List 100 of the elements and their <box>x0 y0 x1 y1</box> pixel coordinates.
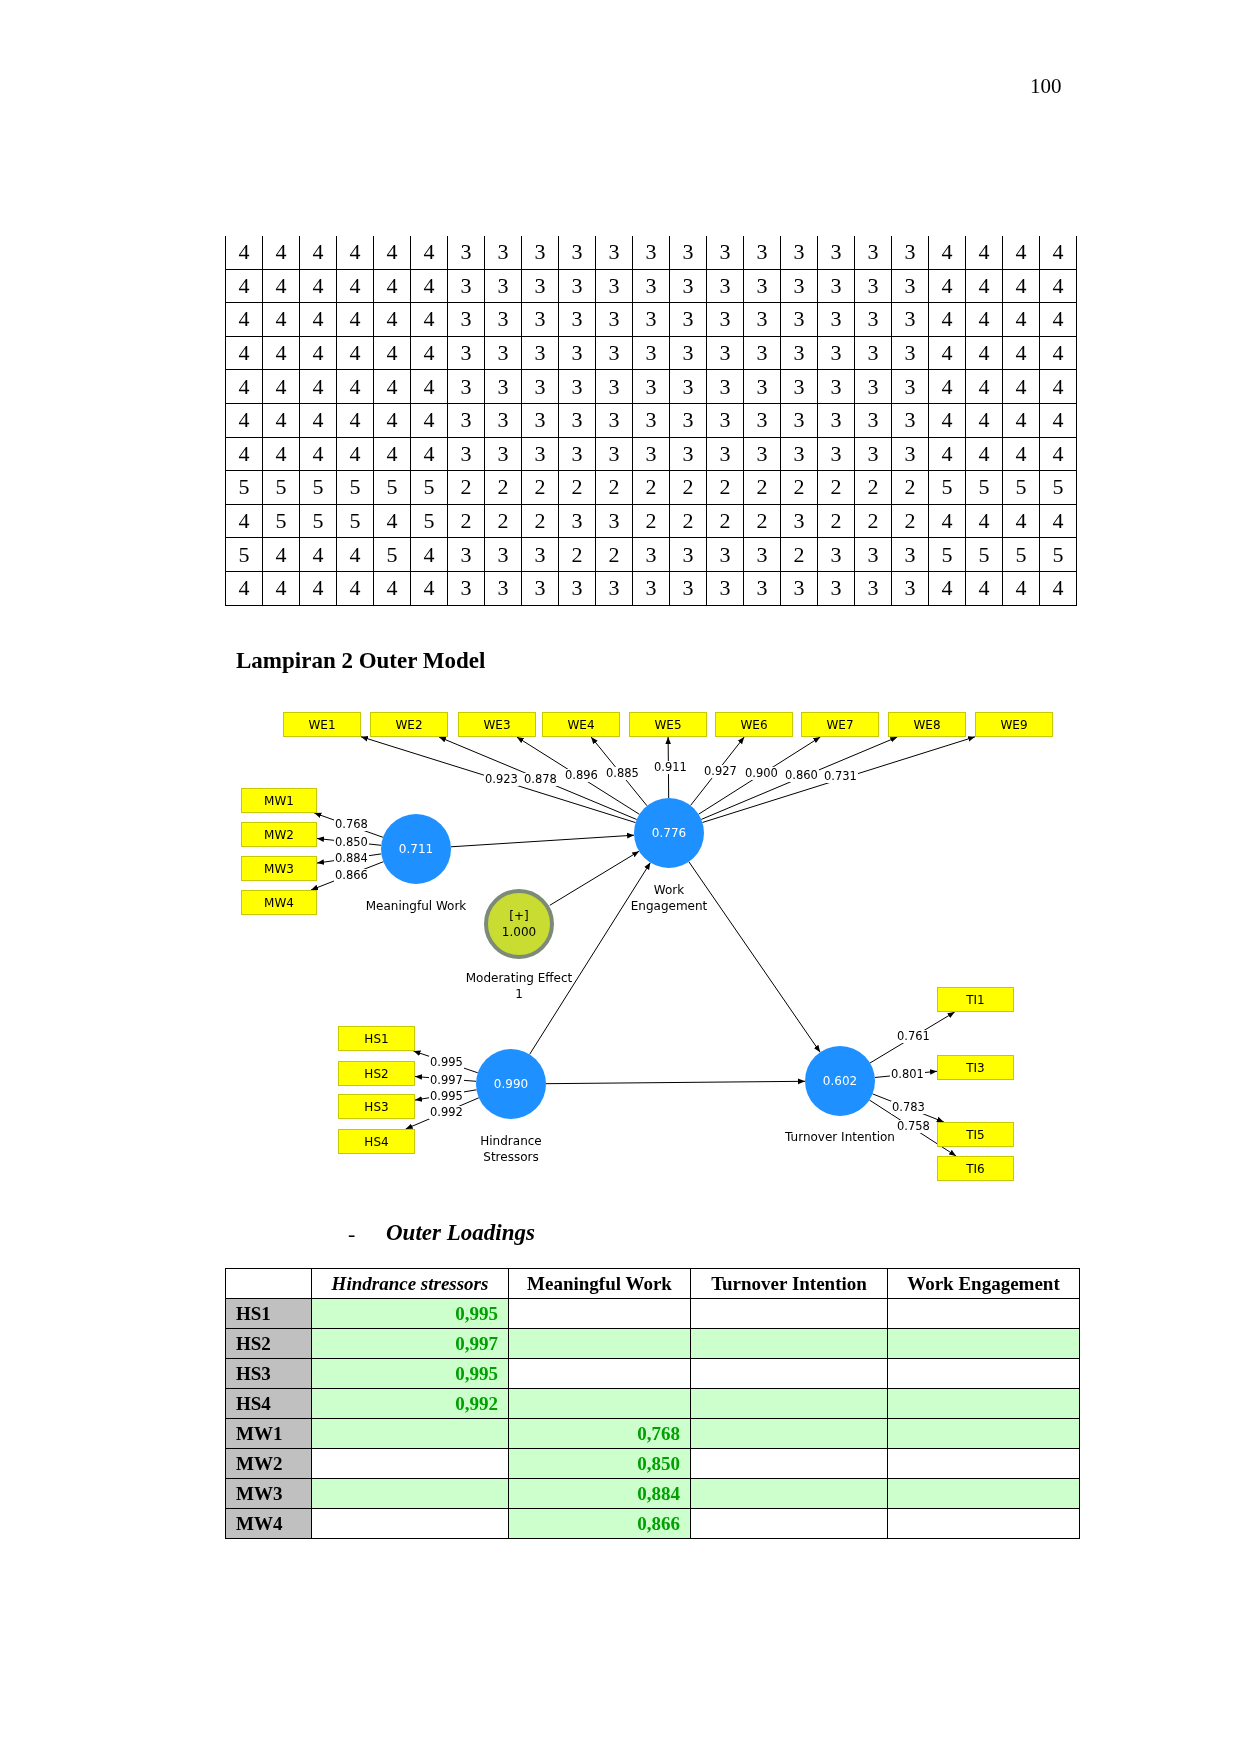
table-cell: 2 <box>484 504 522 538</box>
table-cell: 3 <box>854 571 892 606</box>
table-cell: 3 <box>780 403 818 438</box>
table-cell: 4 <box>225 336 263 370</box>
table-cell: 0,866 <box>508 1508 691 1539</box>
table-cell: 3 <box>521 537 559 572</box>
table-cell: 5 <box>410 470 448 505</box>
table-cell: 3 <box>669 369 707 404</box>
table-cell: 4 <box>410 571 448 606</box>
table-cell: 4 <box>1039 369 1077 404</box>
arrow <box>549 850 640 906</box>
table-cell: 5 <box>336 504 374 538</box>
table-cell: 3 <box>595 437 633 471</box>
table-cell: 3 <box>595 236 633 270</box>
table-cell: 3 <box>521 437 559 471</box>
table-cell: 4 <box>1039 437 1077 471</box>
table-cell: 4 <box>225 369 263 404</box>
table-cell: 0,850 <box>508 1448 691 1479</box>
column-header: Work Engagement <box>887 1268 1080 1299</box>
table-cell: 4 <box>299 537 337 572</box>
table-cell: 3 <box>669 269 707 303</box>
table-cell: 3 <box>521 369 559 404</box>
table-cell: 3 <box>780 269 818 303</box>
edge-label: 0.900 <box>744 767 779 780</box>
edge-label: 0.801 <box>890 1068 925 1081</box>
table-cell: 2 <box>447 470 485 505</box>
table-cell: 4 <box>1002 336 1040 370</box>
table-cell: 4 <box>928 571 966 606</box>
table-cell: 3 <box>817 537 855 572</box>
table-cell: 5 <box>410 504 448 538</box>
table-cell: 4 <box>373 403 411 438</box>
table-cell: 3 <box>706 236 744 270</box>
indicator-box: HS1 <box>338 1026 415 1051</box>
table-cell: 5 <box>225 470 263 505</box>
value-text: 0.711 <box>398 841 434 857</box>
table-cell: 5 <box>373 470 411 505</box>
table-cell: 3 <box>558 571 596 606</box>
table-cell: 5 <box>262 504 300 538</box>
table-cell: 4 <box>965 504 1003 538</box>
table-cell: 4 <box>262 537 300 572</box>
table-cell: 3 <box>854 336 892 370</box>
table-cell: 5 <box>928 470 966 505</box>
table-cell: 3 <box>817 437 855 471</box>
table-cell: 3 <box>595 571 633 606</box>
table-cell: 4 <box>299 302 337 337</box>
table-cell: 3 <box>780 336 818 370</box>
table-cell: 3 <box>854 537 892 572</box>
value-text: 0.776 <box>651 825 687 841</box>
table-cell: 4 <box>965 269 1003 303</box>
table-cell: 3 <box>891 236 929 270</box>
table-cell: 3 <box>780 504 818 538</box>
table-cell: 4 <box>1039 571 1077 606</box>
table-cell: 4 <box>225 571 263 606</box>
edge-label: 0.884 <box>334 852 369 865</box>
table-cell: 3 <box>669 302 707 337</box>
symbol-text: [+] <box>509 908 529 924</box>
table-cell: 2 <box>706 470 744 505</box>
table-cell: 3 <box>706 537 744 572</box>
variable-name: Meaningful Work <box>364 898 468 914</box>
list-dash: - <box>348 1221 356 1247</box>
table-cell: 4 <box>410 403 448 438</box>
table-cell: 0,995 <box>311 1358 509 1389</box>
table-cell: 3 <box>447 437 485 471</box>
table-cell: 4 <box>225 403 263 438</box>
table-cell: 5 <box>1039 470 1077 505</box>
table-cell: 0,995 <box>311 1298 509 1329</box>
variable-name: Work Engagement <box>629 882 709 914</box>
table-cell: 5 <box>336 470 374 505</box>
table-cell: 4 <box>1002 437 1040 471</box>
table-cell: 3 <box>669 403 707 438</box>
table-cell: 4 <box>928 403 966 438</box>
table-cell: 3 <box>484 537 522 572</box>
value-text: 0.990 <box>493 1076 529 1092</box>
table-cell: 4 <box>928 236 966 270</box>
table-cell: 4 <box>965 369 1003 404</box>
table-cell: 5 <box>262 470 300 505</box>
table-cell: 3 <box>632 236 670 270</box>
table-cell: 2 <box>521 504 559 538</box>
table-cell: 4 <box>336 236 374 270</box>
table-cell: 3 <box>484 302 522 337</box>
table-cell: 3 <box>521 236 559 270</box>
table-cell: 3 <box>706 403 744 438</box>
indicator-box: TI1 <box>937 987 1014 1012</box>
table-cell: 4 <box>928 437 966 471</box>
table-cell: 0,884 <box>508 1478 691 1509</box>
indicator-box: TI3 <box>937 1055 1014 1080</box>
table-cell: 3 <box>854 269 892 303</box>
table-cell: 5 <box>928 537 966 572</box>
table-cell: 3 <box>780 369 818 404</box>
table-cell: 5 <box>1002 470 1040 505</box>
table-cell: 4 <box>262 269 300 303</box>
indicator-box: HS3 <box>338 1094 415 1119</box>
table-cell: 3 <box>891 369 929 404</box>
table-cell: 3 <box>854 437 892 471</box>
table-cell: 3 <box>669 437 707 471</box>
arrow <box>545 1078 806 1085</box>
table-cell: 3 <box>817 403 855 438</box>
table-cell: 4 <box>373 236 411 270</box>
table-cell: 3 <box>484 336 522 370</box>
table-cell: 2 <box>521 470 559 505</box>
